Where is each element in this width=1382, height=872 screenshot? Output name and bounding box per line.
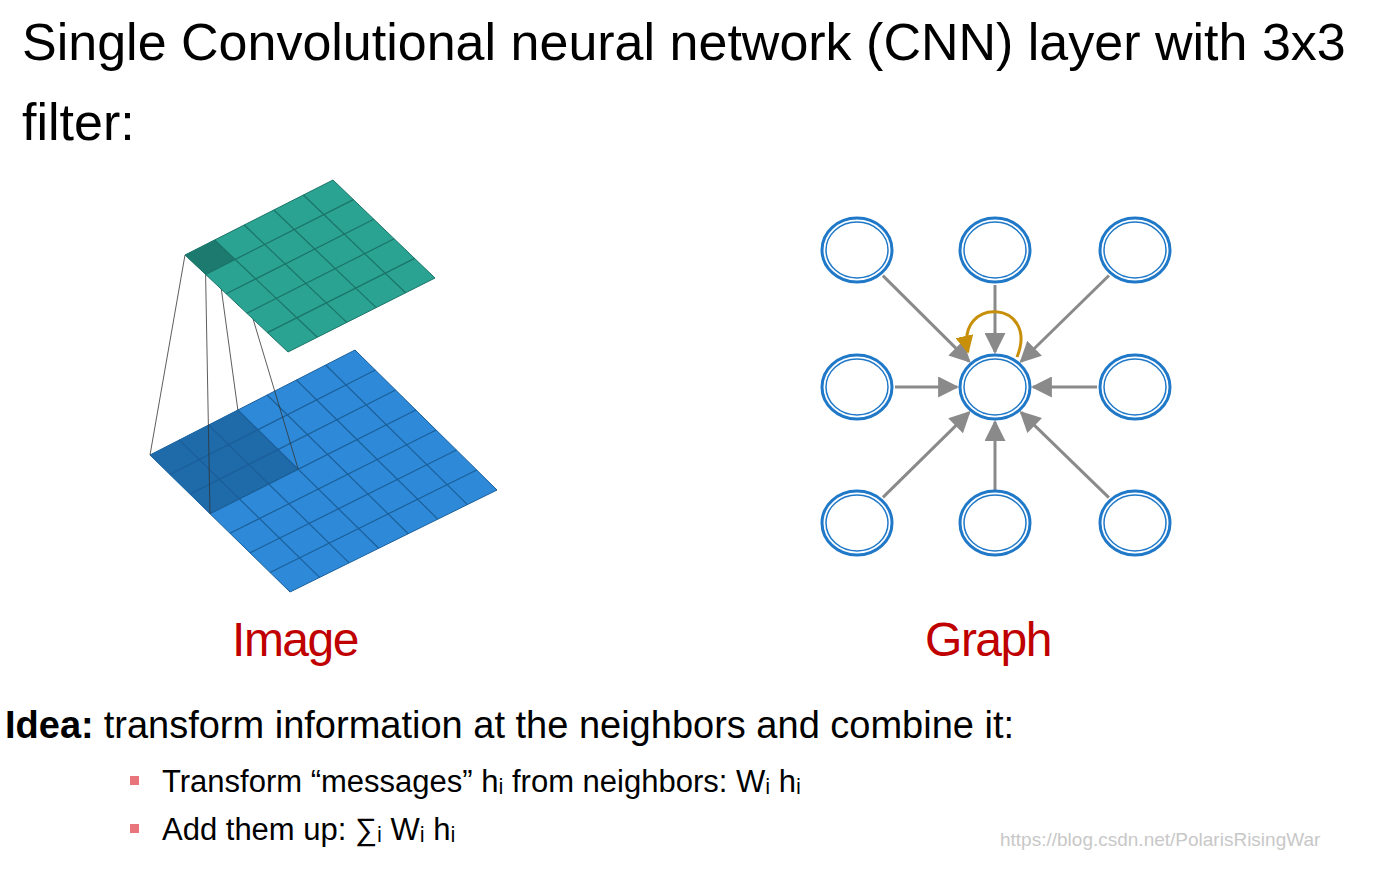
idea-text: transform information at the neighbors a… — [104, 704, 1014, 748]
projection-line — [206, 274, 210, 513]
graph-node-circle — [822, 491, 892, 555]
receptive-field — [150, 410, 298, 514]
projection-line — [150, 255, 185, 455]
message-arrow — [1033, 386, 1097, 389]
graph-node-circle — [960, 355, 1030, 419]
message-arrow — [1021, 412, 1109, 497]
image-grid-illustration — [150, 180, 497, 592]
graph-illustration — [822, 218, 1170, 555]
graph-node-circle — [822, 355, 892, 419]
message-arrow — [1021, 275, 1109, 361]
graph-node-circle — [960, 218, 1030, 282]
watermark: https://blog.csdn.net/PolarisRisingWar — [1000, 829, 1320, 851]
graph-node-circle — [822, 218, 892, 282]
grid-plane — [150, 350, 497, 592]
message-arrow — [883, 413, 969, 498]
receptive-field — [185, 240, 235, 274]
slide-title: Single Convolutional neural network (CNN… — [22, 2, 1362, 162]
grid-plane — [185, 180, 435, 352]
bullet-text: Transform “messages” hᵢ from neighbors: … — [162, 764, 801, 800]
idea-lead: Idea: — [5, 704, 94, 748]
graph-caption: Graph — [925, 612, 1051, 667]
graph-node-circle — [1100, 218, 1170, 282]
image-caption: Image — [232, 612, 358, 667]
self-loop — [967, 312, 1021, 357]
message-arrow — [883, 276, 969, 362]
message-arrow — [895, 386, 957, 389]
graph-node-circle — [960, 491, 1030, 555]
bullet-text: Add them up: ∑ᵢ Wᵢ hᵢ — [162, 812, 455, 848]
graph-node-circle — [1100, 355, 1170, 419]
message-arrow — [994, 285, 997, 352]
graph-node-circle — [1100, 491, 1170, 555]
